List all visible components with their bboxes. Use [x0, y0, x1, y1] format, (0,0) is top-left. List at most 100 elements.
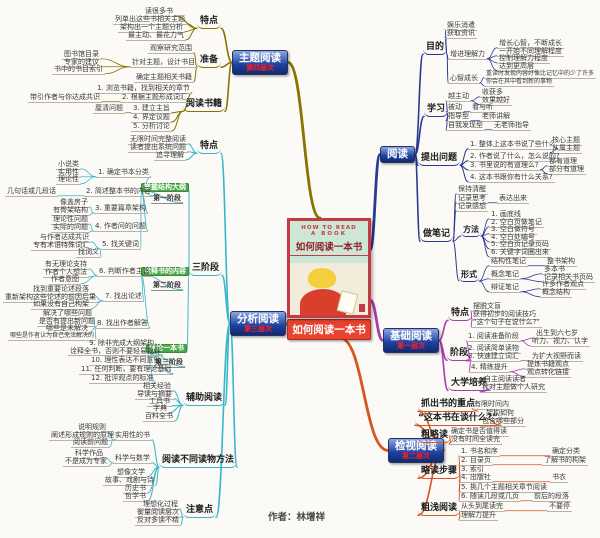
node-yd_xx2[interactable]: 被动	[446, 103, 464, 113]
node-i6b[interactable]: 作者个人想法	[43, 268, 89, 278]
node-i3b[interactable]: 有骨架结构	[51, 206, 90, 216]
node-js_bt2[interactable]: 包含哪些部分	[480, 417, 526, 427]
node-yd_ff6[interactable]: 6. 关键字词圈出来	[489, 248, 551, 258]
node-jc_jd1a[interactable]: 出生到六七岁	[534, 329, 580, 339]
node-zt_zb3[interactable]: 确定主题相关书籍	[134, 73, 194, 83]
node-yd_tw3a[interactable]: 都有道理	[547, 157, 579, 167]
node-i4[interactable]: 4. 作者问的问题	[93, 222, 148, 232]
node-zt_zb2[interactable]: 针对主题，设计书目	[130, 58, 197, 68]
node-yd_ff1[interactable]: 1. 画底线	[489, 210, 523, 220]
node-yd_bj2[interactable]: 记录思考	[456, 194, 488, 204]
node-yd_ff5[interactable]: 5. 空白页记录页码	[489, 240, 551, 250]
node-yd_bj3[interactable]: 记录感想	[456, 202, 488, 212]
node-yd_md3c[interactable]: 控制理解力程度	[497, 54, 550, 64]
node-zt_zb2b[interactable]: 专家的建议	[62, 58, 101, 68]
node-js_qs2[interactable]: 理解力提升	[459, 511, 498, 521]
node-zy2[interactable]: 衡量阅读层次	[135, 508, 181, 518]
node-js_lb3[interactable]: 3. 索引	[459, 465, 486, 475]
node-jc_dx[interactable]: 大学培养	[448, 378, 491, 392]
node-i6a[interactable]: 有无理论支持	[43, 260, 89, 270]
node-yd_bj[interactable]: 做笔记	[420, 229, 454, 243]
node-fx_fz[interactable]: 辅助阅读	[183, 393, 226, 407]
node-bt1a[interactable]: 说明规则	[76, 423, 108, 433]
node-s2b[interactable]: 第二阶段	[151, 281, 183, 291]
node-i5[interactable]: 5. 找关键词	[100, 240, 141, 250]
node-jc_dx1[interactable]: 自主阅读读者	[482, 375, 528, 385]
node-zt_zb2c[interactable]: 书中的书目索引	[52, 65, 105, 75]
node-js_lb6a[interactable]: 前后的段落	[532, 492, 571, 502]
node-zt_td2[interactable]: 列单出这些书相关主题	[113, 15, 187, 25]
node-fz2[interactable]: 导读与摘要	[135, 390, 174, 400]
node-yd_ff2[interactable]: 2. 空白页做笔记	[489, 218, 544, 228]
node-i2[interactable]: 2. 简述整本书的内容	[84, 187, 153, 197]
node-i7[interactable]: 7. 找出论述	[103, 292, 144, 302]
node-fz3[interactable]: 工具书	[147, 397, 172, 407]
node-js_qs1[interactable]: 从头到尾读完	[459, 502, 505, 512]
node-yd_md3[interactable]: 增进理解力	[448, 50, 487, 60]
node-js_qs1a[interactable]: 不要停	[547, 502, 572, 512]
node-yd_md4[interactable]: 心智成长	[448, 74, 480, 84]
node-js_lb[interactable]: 略读步骤	[418, 466, 461, 480]
node-js_lb2a[interactable]: 了解书的构架	[542, 456, 588, 466]
node-yd_md[interactable]: 目的	[423, 42, 448, 56]
node-zt_ds2a[interactable]: 带引作者与你达成共识	[28, 93, 102, 103]
node-jc_td[interactable]: 特点	[448, 308, 473, 322]
node-zy1[interactable]: 理想化过程	[141, 500, 180, 510]
node-yd_xx4[interactable]: 自我发现型	[446, 121, 485, 131]
node-yd_xs2[interactable]: 概念笔记	[489, 270, 521, 280]
node-yd_ff[interactable]: 方法	[461, 225, 481, 237]
node-zt_td4[interactable]: 最主动、最花力气	[126, 31, 186, 41]
node-bt2a[interactable]: 科学作品	[73, 449, 105, 459]
node-yd_tw1[interactable]: 1. 整体上这本书说了些什么	[468, 140, 558, 150]
node-js_lb4a[interactable]: 书衣	[550, 473, 568, 483]
node-jc_jd3[interactable]: 3. 快速建立词汇	[466, 352, 521, 362]
node-yd_xs3b[interactable]: 概念结构	[540, 288, 572, 298]
node-yd_bj2a[interactable]: 表达出来	[497, 194, 529, 204]
node-yd_xx1a[interactable]: 收获多	[480, 88, 505, 98]
node-zy3[interactable]: 反对多读不精	[135, 516, 181, 526]
node-js_zd1[interactable]: 有限时间内	[472, 400, 511, 410]
node-i9[interactable]: 9. 除非完成大纲架构， 诠释全书，否则不要轻易批评	[68, 339, 163, 357]
node-i3a[interactable]: 像盖房子	[58, 198, 90, 208]
node-yd_tw1a[interactable]: 核心主题	[550, 136, 582, 146]
node-js_bt1[interactable]: 架构如何	[484, 409, 516, 419]
node-zt_zb1[interactable]: 观察研究范围	[148, 44, 194, 54]
node-i8c[interactable]: 哪些是未解决	[44, 324, 90, 334]
node-i8b[interactable]: 是否有提出新问题	[37, 317, 97, 327]
node-i7c[interactable]: 如果没有自己构架	[31, 300, 91, 310]
node-i8a[interactable]: 解决了哪些问题	[41, 309, 94, 319]
node-m_jc[interactable]: 基础阅读第一层次	[383, 328, 439, 353]
node-js_cl1[interactable]: 确定书是否值得读	[449, 427, 509, 437]
center-topic[interactable]: HOW TO READ A BOOK 如何阅读一本书 如何阅读一本书	[287, 218, 371, 340]
node-js_lb1a[interactable]: 确定分类	[550, 447, 582, 457]
node-fx_bt2[interactable]: 阅读不同读物方法	[159, 455, 238, 469]
node-i1b[interactable]: 实用性	[56, 168, 81, 178]
node-fz4[interactable]: 字典	[151, 404, 169, 414]
node-bt2b[interactable]: 不是成为专家	[63, 457, 109, 467]
node-yd_md1[interactable]: 娱乐消遣	[445, 21, 477, 31]
node-yd_xs2a[interactable]: 多本书	[542, 265, 567, 275]
node-js_lb6[interactable]: 6. 随读几段或几页	[459, 492, 521, 502]
node-jc_td1[interactable]: 摆脱文盲	[471, 302, 503, 312]
node-s3[interactable]: 评论一本书	[146, 344, 187, 353]
node-yd_md3d[interactable]: 达到更高层	[497, 62, 536, 72]
node-yd_tw4[interactable]: 4. 这本书跟你有什么关系?	[468, 173, 555, 183]
node-yd_md3a[interactable]: 增长心智，不断成长	[497, 39, 564, 49]
node-fx_td2[interactable]: 读者提出系统问题	[128, 143, 188, 153]
node-fx_sj[interactable]: 三阶段	[189, 263, 223, 277]
node-i5c[interactable]: 找词义	[76, 248, 101, 258]
node-zt_ds4[interactable]: 4. 界定议题	[131, 113, 172, 123]
node-js_zd[interactable]: 抓出书的重点	[418, 399, 479, 413]
node-bt4[interactable]: 故事、戏剧与诗	[103, 476, 156, 486]
node-bt1b[interactable]: 阐述形成规则的原理	[49, 431, 116, 441]
node-bt6[interactable]: 哲学书	[123, 492, 148, 502]
node-i2a[interactable]: 几句话或几段话	[5, 187, 58, 197]
node-yd_tw[interactable]: 提出问题	[418, 153, 461, 167]
node-fx_td1[interactable]: 无限时间完整阅读	[128, 135, 188, 145]
node-i3[interactable]: 3. 重要篇章架构	[93, 204, 148, 214]
node-jc_td3[interactable]: “这个句子在说什么?”	[471, 318, 542, 328]
node-yd_ff4[interactable]: 4. 空白处编号	[489, 233, 537, 243]
node-yd_xx1b[interactable]: 效果越好	[480, 96, 512, 106]
node-js_qs[interactable]: 粗浅阅读	[418, 503, 461, 517]
node-yd_tw1b[interactable]: 从属主题	[550, 144, 582, 154]
